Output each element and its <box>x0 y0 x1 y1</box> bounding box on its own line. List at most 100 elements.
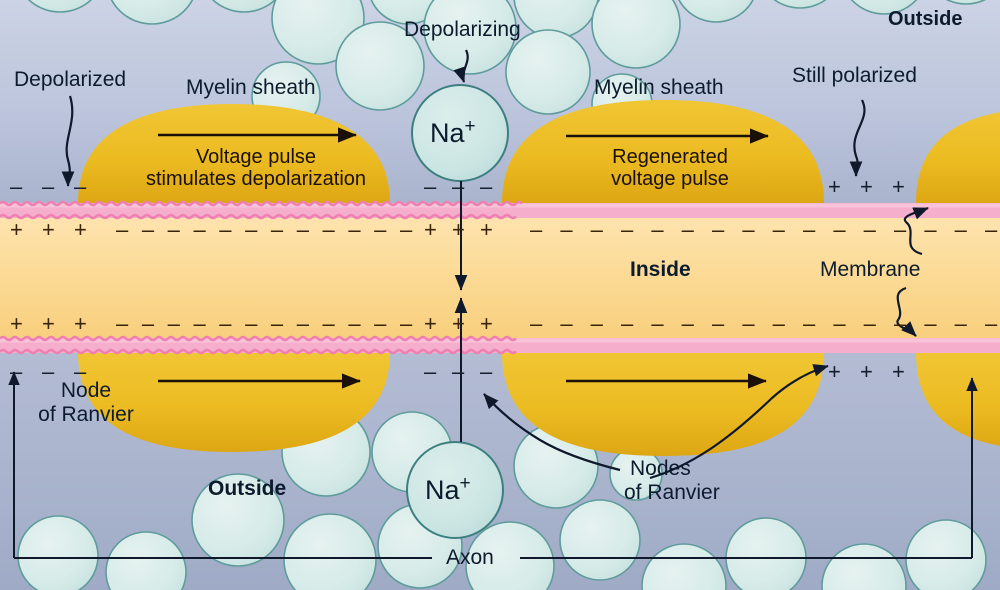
myelin-sheath-group-top <box>78 100 1000 203</box>
charge-inner-top-dash-right-8: – <box>772 217 785 242</box>
myelin-dome-bottom-left <box>78 352 390 452</box>
charge-inner-top-dash-left-9: – <box>348 217 361 242</box>
myelin-dome-bottom-middle <box>502 352 824 456</box>
charge-inner-bottom-dash-right-12: – <box>894 311 907 336</box>
sodium-ion-top-text: Na <box>430 118 465 148</box>
charge-inner-top-dash-left-2: – <box>167 217 180 242</box>
charge-inner-top-mid-node-2: + <box>480 217 493 242</box>
sodium-ion-bottom <box>406 441 504 539</box>
leader-depolarizing <box>453 49 469 83</box>
charge-inner-bottom-dash-left-0: – <box>116 311 129 336</box>
charge-inner-bottom-dash-left-1: – <box>141 311 155 336</box>
charge-inner-bottom-dash-right-10: – <box>833 311 846 336</box>
charge-inner-top-dash-right-4: – <box>651 217 664 242</box>
label-node-of-ranvier: Node of Ranvier <box>24 379 148 426</box>
bubble-cluster-top <box>27 0 987 135</box>
charge-inner-top-dash-right-10: – <box>833 217 846 242</box>
charge-outer-top-right-node-0: + <box>828 174 841 199</box>
label-axon: Axon <box>446 546 494 569</box>
charge-outer-bottom-left-node-2: – <box>74 359 87 384</box>
charge-inner-top-dash-right-6: – <box>712 217 725 242</box>
charge-inner-bottom-dash-left-11: – <box>400 311 413 336</box>
charge-inner-bottom-mid-node-2: + <box>480 311 493 336</box>
charge-inner-bottom-dash-right-7: – <box>742 311 755 336</box>
charge-inner-bottom-dash-left-2: – <box>167 311 180 336</box>
charge-inner-bottom-left-node-1: + <box>42 311 55 336</box>
charge-inner-bottom-dash-right-9: – <box>803 311 816 336</box>
charge-inner-bottom-dash-right-3: – <box>621 311 634 336</box>
charge-inner-bottom-mid-node-1: + <box>452 311 465 336</box>
myelin-sheath-group-bottom <box>78 352 1000 456</box>
charge-inner-bottom-dash-left-9: – <box>348 311 361 336</box>
voltage-pulse-line-2: stimulates depolarization <box>145 168 367 191</box>
leader-nodes-of-ranvier-left <box>483 393 621 472</box>
charge-outer-top-right-node-1: + <box>860 174 873 199</box>
label-outside-bottom: Outside <box>208 477 287 500</box>
charge-inner-top-mid-node-1: + <box>452 217 465 242</box>
charge-inner-bottom-mid-node-0: + <box>424 311 437 336</box>
label-regenerated-voltage-pulse: Regenerated voltage pulse <box>570 146 770 191</box>
charge-outer-top-mid-node-1: – <box>452 174 465 199</box>
label-nodes-of-ranvier: Nodes of Ranvier <box>624 457 720 504</box>
leader-membrane-lower <box>896 286 917 337</box>
regenerated-line-2: voltage pulse <box>611 168 729 191</box>
leader-membrane-upper <box>903 206 929 256</box>
charge-inner-bottom-dash-left-5: – <box>245 311 258 336</box>
charge-inner-top-left-node-2: + <box>74 217 87 242</box>
charge-outer-top-mid-node-2: – <box>480 174 493 199</box>
charge-inner-top-dash-left-7: – <box>296 217 309 242</box>
charge-inner-top-left-node-1: + <box>42 217 55 242</box>
label-myelin-sheath-right: Myelin sheath <box>594 76 724 99</box>
charge-outer-bottom-mid-node-1: – <box>452 359 465 384</box>
charge-inner-bottom-dash-left-8: – <box>322 311 335 336</box>
label-outside-top: Outside <box>888 8 963 30</box>
charge-inner-bottom-dash-right-4: – <box>651 311 664 336</box>
charge-inner-bottom-left-node-2: + <box>74 311 87 336</box>
charge-inner-bottom-dash-right-14: – <box>954 311 967 336</box>
nodes-of-ranvier-line-2: of Ranvier <box>624 480 720 504</box>
charge-inner-top-dash-right-1: – <box>560 217 573 242</box>
charge-inner-top-dash-right-3: – <box>621 217 634 242</box>
charge-inner-top-dash-right-2: – <box>590 217 603 242</box>
charge-inner-bottom-left-node-0: + <box>10 311 23 336</box>
charge-inner-top-dash-left-8: – <box>322 217 335 242</box>
charge-inner-bottom-dash-right-1: – <box>560 311 573 336</box>
charge-outer-bottom-mid-node-2: – <box>480 359 493 384</box>
nodes-of-ranvier-line-1: Nodes <box>630 457 691 480</box>
charge-inner-top-dash-right-5: – <box>681 217 694 242</box>
sodium-ion-top-label: Na+ <box>430 116 476 148</box>
charge-inner-top-dash-left-6: – <box>270 217 284 242</box>
leader-still-polarized <box>849 99 866 177</box>
myelin-dome-bottom-right <box>916 352 1000 446</box>
node-of-ranvier-line-1: Node <box>60 379 112 402</box>
charge-inner-top-dash-right-15: – <box>985 217 998 242</box>
myelin-dome-top-middle <box>502 100 824 203</box>
axon-cytoplasm <box>0 218 1000 338</box>
label-voltage-pulse: Voltage pulse stimulates depolarization <box>116 146 396 191</box>
charge-inner-top-dash-right-0: – <box>530 217 543 242</box>
charge-inner-top-dash-right-9: – <box>803 217 816 242</box>
myelin-dome-top-right <box>916 112 1000 203</box>
leader-depolarized <box>61 95 75 187</box>
label-depolarized: Depolarized <box>14 68 127 91</box>
sodium-ion-bottom-text: Na <box>425 475 460 505</box>
charge-inner-top-dash-left-4: – <box>219 217 232 242</box>
node-of-ranvier-line-2: of Ranvier <box>38 402 134 426</box>
charge-inner-top-dash-right-13: – <box>924 217 937 242</box>
charge-outer-bottom-right-node-1: + <box>860 359 873 384</box>
charge-inner-bottom-dash-right-5: – <box>681 311 694 336</box>
regenerated-line-1: Regenerated <box>612 146 728 168</box>
charge-inner-top-dash-right-11: – <box>863 217 876 242</box>
callout-leaders <box>61 49 929 480</box>
charge-inner-bottom-dash-right-2: – <box>590 311 603 336</box>
charge-outer-bottom-mid-node-0: – <box>424 359 437 384</box>
myelin-dome-top-left <box>78 104 390 203</box>
charge-inner-bottom-dash-left-7: – <box>296 311 309 336</box>
charge-outer-bottom-right-node-2: + <box>892 359 905 384</box>
charge-inner-bottom-dash-right-11: – <box>863 311 876 336</box>
label-myelin-sheath-left: Myelin sheath <box>186 76 316 99</box>
charge-inner-bottom-dash-right-0: – <box>530 311 543 336</box>
charge-inner-top-dash-left-11: – <box>400 217 413 242</box>
